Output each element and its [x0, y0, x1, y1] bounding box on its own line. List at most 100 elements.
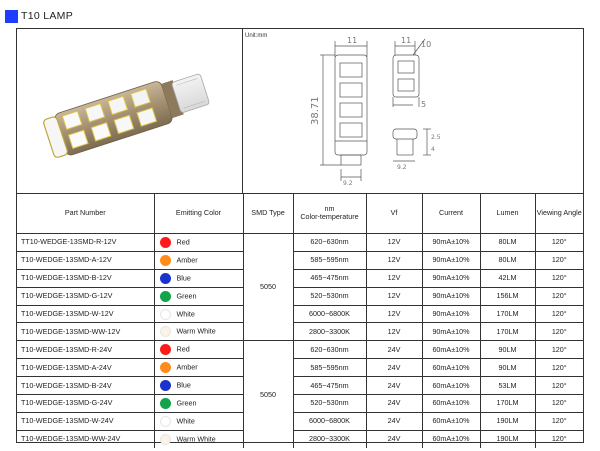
vf-cell: 12V: [366, 322, 423, 342]
color-name: Blue: [176, 273, 191, 283]
lumen-cell: 53LM: [480, 376, 536, 396]
wavelength-cell: 6000~6800K: [293, 305, 367, 324]
viewing-angle-cell: 120°: [535, 251, 583, 270]
technical-drawing: 11 9.2 11 10 5 9.2 2.5 4 38.71: [310, 36, 441, 187]
part-number-cell: T10-WEDGE-13SMD-B-24V: [17, 376, 155, 396]
current-cell: 60mA±10%: [422, 376, 481, 396]
color-swatch-icon: [159, 380, 171, 392]
viewing-angle-cell: 120°: [535, 322, 583, 342]
current-cell: 60mA±10%: [422, 340, 481, 360]
dim-base-width: 9.2: [343, 180, 353, 187]
color-name: White: [176, 416, 195, 426]
current-cell: 60mA±10%: [422, 430, 481, 448]
col-header-nm-line2: Color-temperature: [300, 212, 359, 221]
vf-cell: 24V: [366, 430, 423, 448]
dimension-drawing: Unit:mm: [243, 29, 583, 193]
current-cell: 90mA±10%: [422, 251, 481, 270]
col-header-smd-type: SMD Type: [243, 193, 294, 234]
vf-cell: 12V: [366, 269, 423, 288]
spec-sheet: Unit:mm: [16, 28, 584, 448]
lumen-cell: 80LM: [480, 233, 536, 252]
lumen-cell: 90LM: [480, 358, 536, 378]
col-header-viewing-angle: Viewing Angle: [535, 193, 583, 234]
color-name: Amber: [176, 255, 198, 265]
emitting-color-cell: Red: [154, 340, 244, 360]
color-swatch-icon: [159, 290, 171, 302]
lumen-cell: 42LM: [480, 269, 536, 288]
t10-bulb-illustration: [43, 73, 210, 158]
wavelength-cell: 465~475nm: [293, 376, 367, 396]
emitting-color-cell: Blue: [154, 376, 244, 396]
part-number-cell: T10-WEDGE-13SMD-W-24V: [17, 412, 155, 431]
part-number-cell: T10-WEDGE-13SMD-B-12V: [17, 269, 155, 288]
color-name: Blue: [176, 380, 191, 390]
title-marker-square: [5, 9, 18, 23]
dim-height: 38.71: [310, 96, 321, 125]
dim-side-depth: 5: [421, 100, 426, 109]
wavelength-cell: 620~630nm: [293, 233, 367, 252]
current-cell: 90mA±10%: [422, 322, 481, 342]
lumen-cell: 156LM: [480, 287, 536, 306]
current-cell: 90mA±10%: [422, 305, 481, 324]
emitting-color-cell: Amber: [154, 251, 244, 270]
current-cell: 90mA±10%: [422, 233, 481, 252]
wavelength-cell: 520~530nm: [293, 287, 367, 306]
color-name: Amber: [176, 362, 198, 372]
vf-cell: 24V: [366, 376, 423, 396]
color-swatch-icon: [159, 415, 171, 427]
part-number-cell: T10-WEDGE-13SMD-WW-12V: [17, 322, 155, 342]
table-header-row: Part Number Emitting Color SMD Type nm C…: [17, 193, 583, 234]
viewing-angle-cell: 120°: [551, 434, 567, 444]
viewing-angle-cell: 120°: [535, 269, 583, 288]
current-cell: 60mA±10%: [422, 358, 481, 378]
dim-pin-h2: 4: [431, 146, 435, 153]
lumen-cell: 190LM: [480, 430, 536, 448]
vf-cell: 24V: [366, 340, 423, 360]
part-number-cell: T10-WEDGE-13SMD-A-12V: [17, 251, 155, 270]
viewing-angle-cell: 120°: [535, 287, 583, 306]
unit-label: Unit:mm: [245, 33, 268, 39]
color-swatch-icon: [159, 272, 171, 284]
color-swatch-icon: [159, 433, 171, 445]
lumen-cell: 170LM: [480, 322, 536, 342]
lumen-cell: 80LM: [480, 251, 536, 270]
wavelength-cell: 6000~6800K: [293, 412, 367, 431]
col-header-vf: Vf: [366, 193, 423, 234]
viewing-angle-cell: 120°: [535, 358, 583, 378]
dim-pin-pitch: 9.2: [397, 164, 407, 171]
smd-type-cell: 5050: [243, 340, 294, 448]
color-swatch-icon: [159, 362, 171, 374]
emitting-color-cell: Red: [154, 233, 244, 252]
color-name: Warm White: [176, 326, 216, 336]
emitting-color-cell: Warm White: [154, 430, 244, 448]
col-header-nm: nm Color-temperature: [293, 193, 367, 234]
emitting-color-cell: Blue: [154, 269, 244, 288]
part-number-cell: T10-WEDGE-13SMD-A-24V: [17, 358, 155, 378]
emitting-color-cell: Warm White: [154, 322, 244, 342]
viewing-angle-cell: 120°: [535, 340, 583, 360]
vf-cell: 24V: [366, 412, 423, 431]
wavelength-cell: 2800~3300K: [293, 430, 367, 448]
table-row: T10-WEDGE-13SMD-WW-12V Warm White 2800~330…: [17, 322, 583, 342]
part-number-cell: T10-WEDGE-13SMD-W-12V: [17, 305, 155, 324]
viewing-angle-cell: 120°: [535, 376, 583, 396]
col-header-part-number: Part Number: [17, 193, 155, 234]
part-number-cell: TT10-WEDGE-13SMD-R-12V: [17, 233, 155, 252]
viewing-angle-cell: 120°: [535, 233, 583, 252]
wavelength-cell: 465~475nm: [293, 269, 367, 288]
lumen-cell: 190LM: [480, 412, 536, 431]
dim-side-width: 11: [401, 36, 411, 45]
dim-width-top: 11: [347, 36, 357, 45]
color-name: White: [176, 309, 195, 318]
current-cell: 90mA±10%: [422, 287, 481, 306]
color-swatch-icon: [159, 236, 171, 248]
viewing-angle-cell: 120°: [535, 394, 583, 413]
wavelength-cell: 2800~3300K: [293, 322, 367, 342]
